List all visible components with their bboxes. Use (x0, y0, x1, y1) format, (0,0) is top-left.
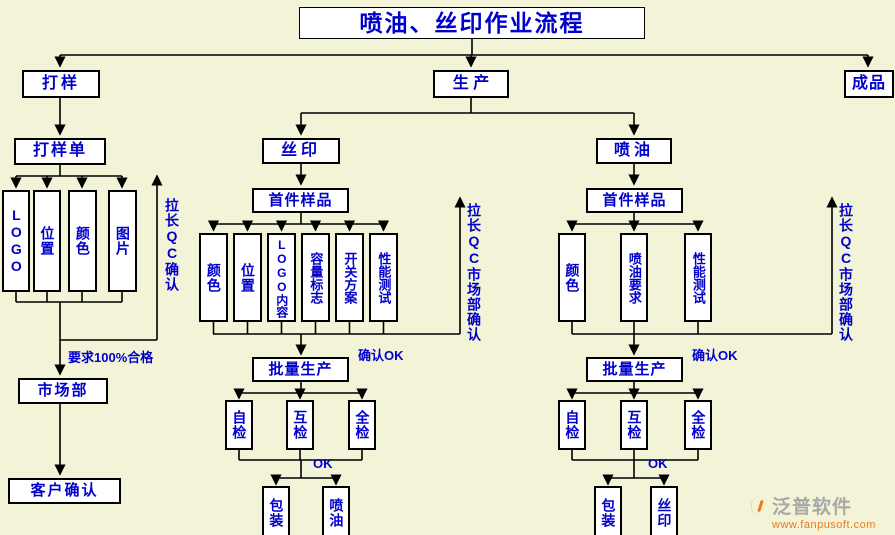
silkscreen-check-switch-plan: 开关方案 (335, 233, 364, 322)
spray-self-inspection: 自检 (558, 400, 586, 450)
node-finished-product: 成品 (844, 70, 894, 98)
silkscreen-check-position: 位置 (233, 233, 262, 322)
spray-output-packing: 包装 (594, 486, 622, 535)
silkscreen-mass-production: 批量生产 (252, 357, 349, 382)
silkscreen-check-performance-test: 性能测试 (369, 233, 398, 322)
spray-check-spray-requirement: 喷油要求 (620, 233, 648, 322)
silkscreen-check-color: 颜色 (199, 233, 228, 322)
node-silkscreen: 丝印 (262, 138, 340, 164)
silkscreen-check-capacity-mark: 容量标志 (301, 233, 330, 322)
ok-note-right: OK (648, 456, 668, 471)
spray-output-silkscreen: 丝印 (650, 486, 678, 535)
ok-note-middle: OK (313, 456, 333, 471)
spray-full-inspection: 全检 (684, 400, 712, 450)
node-proof-sheet: 打样单 (14, 138, 106, 165)
silkscreen-full-inspection: 全检 (348, 400, 376, 450)
pass-requirement-note: 要求100%合格 (68, 350, 154, 365)
qc-market-confirm-note-right: 拉长QC市场部确认 (838, 203, 854, 342)
confirm-ok-note-right: 确认OK (692, 348, 738, 363)
proof-check-position: 位置 (33, 190, 61, 292)
node-spray-oil: 喷油 (596, 138, 672, 164)
node-proofing: 打样 (22, 70, 100, 98)
node-customer-confirm: 客户确认 (8, 478, 121, 504)
silkscreen-first-sample: 首件样品 (252, 188, 349, 213)
page-title: 喷油、丝印作业流程 (299, 7, 645, 39)
silkscreen-check-logo-content: LOGO内容 (267, 233, 296, 322)
watermark: 泛普软件 www.fanpusoft.com (748, 492, 876, 531)
silkscreen-output-packing: 包装 (262, 486, 290, 535)
proof-check-picture: 图片 (108, 190, 137, 292)
silkscreen-output-spray: 喷油 (322, 486, 350, 535)
confirm-ok-note-middle: 确认OK (358, 348, 404, 363)
qc-confirm-note-left: 拉长QC确认 (164, 198, 180, 292)
proof-check-color: 颜色 (68, 190, 97, 292)
fanpu-logo-icon (748, 494, 768, 523)
watermark-url: www.fanpusoft.com (772, 519, 876, 531)
node-market-dept: 市场部 (18, 378, 108, 404)
silkscreen-mutual-inspection: 互检 (286, 400, 314, 450)
spray-first-sample: 首件样品 (586, 188, 683, 213)
watermark-brand: 泛普软件 (772, 497, 853, 518)
spray-mutual-inspection: 互检 (620, 400, 648, 450)
qc-market-confirm-note-middle: 拉长QC市场部确认 (466, 203, 482, 342)
proof-check-logo: LOGO (2, 190, 30, 292)
node-production: 生 产 (433, 70, 509, 98)
spray-mass-production: 批量生产 (586, 357, 683, 382)
spray-check-color: 颜色 (558, 233, 586, 322)
silkscreen-self-inspection: 自检 (225, 400, 253, 450)
spray-check-performance-test: 性能测试 (684, 233, 712, 322)
